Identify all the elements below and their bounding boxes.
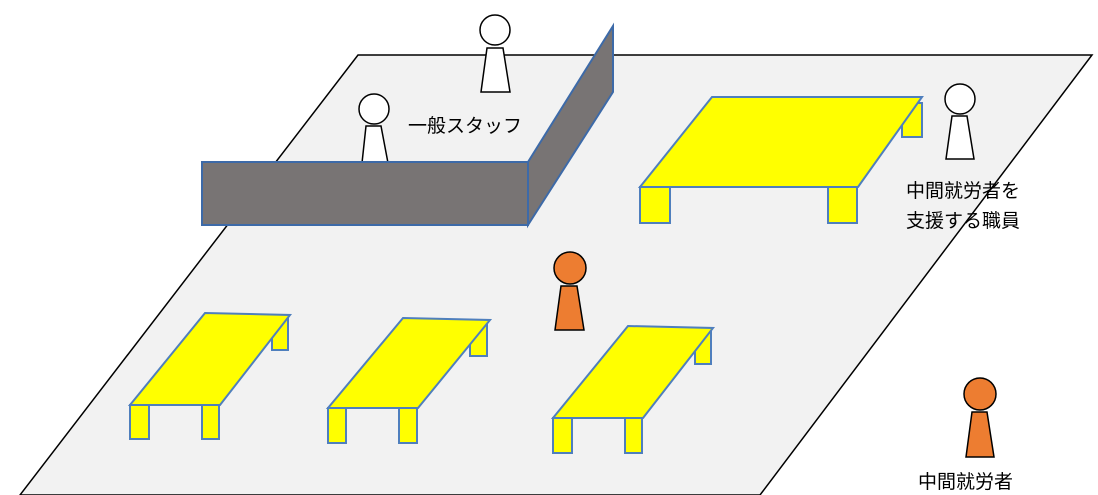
table-large — [637, 96, 924, 224]
label-general-staff: 一般スタッフ — [408, 115, 522, 137]
person-head — [358, 93, 390, 125]
table-leg — [827, 186, 858, 224]
intermediate-worker-figure-center — [553, 251, 587, 331]
person-icon — [554, 285, 585, 331]
table-small-1 — [127, 311, 293, 440]
table-leg — [624, 417, 643, 454]
table-leg — [201, 404, 220, 440]
table-leg — [327, 407, 347, 444]
table-leg — [129, 404, 150, 440]
table-small-3 — [550, 324, 716, 454]
intermediate-worker-figure-legend — [963, 377, 997, 458]
general-staff-figure-front — [358, 93, 390, 164]
table-leg — [639, 186, 671, 224]
person-head — [963, 377, 997, 411]
person-head — [553, 251, 587, 285]
label-support-staff-line1: 中間就労者を — [906, 180, 1020, 202]
label-support-staff-line2: 支援する職員 — [906, 210, 1020, 232]
table-leg — [398, 407, 418, 444]
table-leg — [552, 417, 573, 454]
partition-wall — [201, 22, 614, 229]
partition-front-panel — [201, 161, 529, 226]
person-head — [944, 83, 976, 115]
general-staff-figure-back — [479, 14, 511, 93]
person-icon — [945, 115, 975, 160]
table-small-2 — [325, 316, 493, 444]
label-intermediate-worker: 中間就労者 — [918, 471, 1013, 493]
support-staff-figure — [944, 83, 976, 160]
person-icon — [480, 47, 511, 93]
person-head — [479, 14, 511, 46]
person-icon — [965, 411, 995, 458]
